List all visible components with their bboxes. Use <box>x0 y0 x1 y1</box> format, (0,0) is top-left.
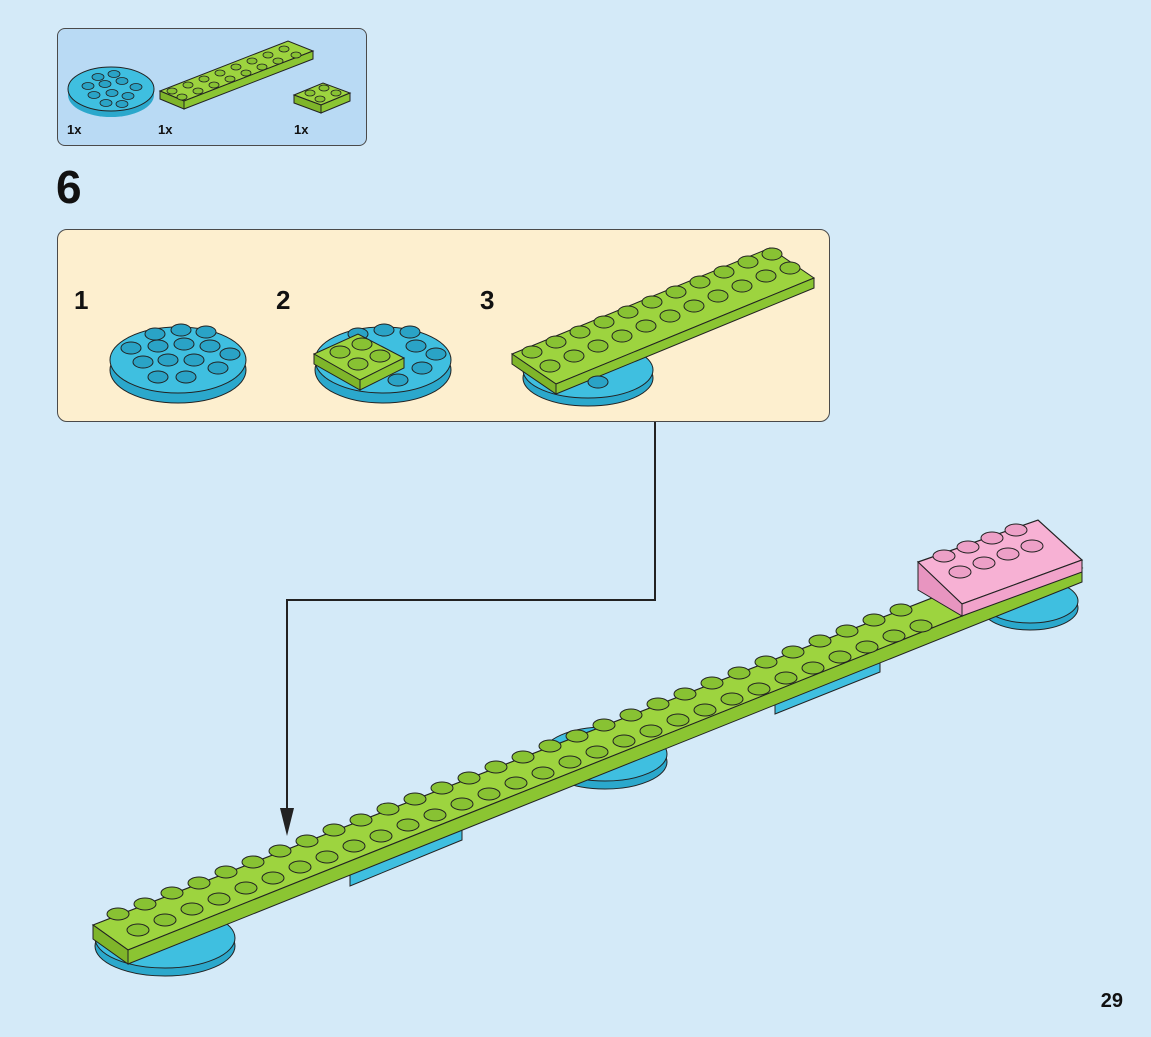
page-number: 29 <box>1101 990 1123 1013</box>
lime-strip <box>93 552 1082 964</box>
